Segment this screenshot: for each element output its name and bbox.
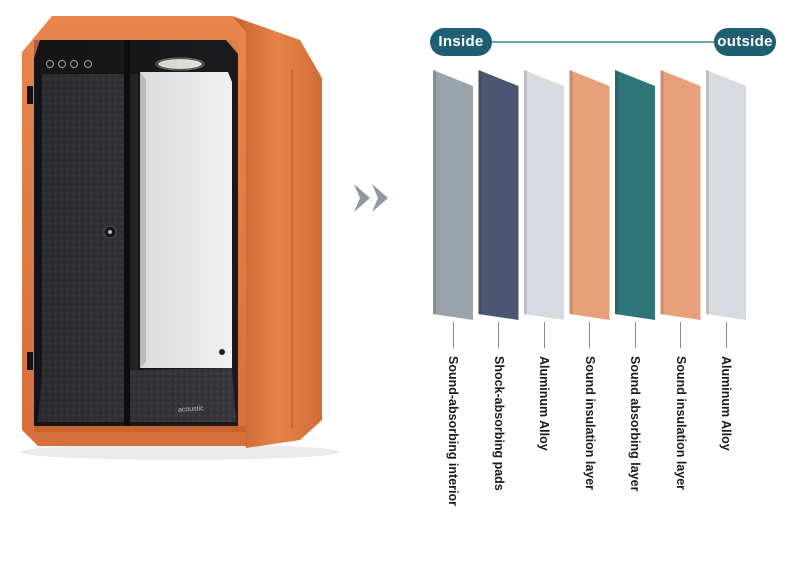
layer-tick-2 xyxy=(498,322,499,348)
layer-tick-1 xyxy=(452,322,454,348)
layer-panel-6 xyxy=(660,70,701,320)
outside-label: outside xyxy=(714,28,776,56)
layer-label-text: Sound insulation layer xyxy=(673,356,688,491)
layer-label-text: Sound insulation layer xyxy=(582,356,597,491)
layer-label-text: Sound-absorbing interior xyxy=(446,356,460,506)
layer-panel-edge-2 xyxy=(478,70,482,315)
layer-panel-7 xyxy=(706,70,746,320)
layer-tick-4 xyxy=(589,322,590,348)
layer-panel-3 xyxy=(524,70,564,320)
bottom-trim xyxy=(34,426,246,432)
inside-outside-connector xyxy=(492,41,714,43)
door-hinge-bottom xyxy=(27,352,33,370)
layer-label-6: Sound insulation layer xyxy=(673,356,693,536)
booth-shadow xyxy=(20,444,340,460)
layer-label-7: Aluminum Alloy xyxy=(718,356,738,536)
layer-panel-1 xyxy=(433,70,473,320)
layer-panel-edge-5 xyxy=(615,70,618,315)
layer-panel-edge-3 xyxy=(524,70,527,315)
layer-label-text: Aluminum Alloy xyxy=(537,356,551,451)
glass-reflection xyxy=(34,40,238,426)
layer-label-text: Aluminum Alloy xyxy=(719,356,733,451)
double-chevron-right-icon xyxy=(354,184,388,212)
layer-panel-4 xyxy=(569,70,610,320)
layer-label-1: Sound-absorbing interior xyxy=(445,356,465,536)
layer-panel-2 xyxy=(478,70,519,320)
layer-panel-edge-4 xyxy=(569,70,573,315)
window-indicator-dot xyxy=(219,349,225,355)
layer-tick-3 xyxy=(543,322,545,348)
layer-label-3: Aluminum Alloy xyxy=(536,356,556,536)
layer-panel-edge-7 xyxy=(706,70,709,315)
layer-panel-5 xyxy=(615,70,655,320)
layer-label-text: Shock-absorbing pads xyxy=(491,356,506,491)
layer-label-2: Shock-absorbing pads xyxy=(491,356,511,536)
layer-tick-7 xyxy=(725,322,727,348)
layer-tick-6 xyxy=(680,322,681,348)
layer-label-text: Sound absorbing layer xyxy=(628,356,642,492)
door-hinge-top xyxy=(27,86,33,104)
layer-panel-edge-1 xyxy=(433,70,436,315)
inside-label: Inside xyxy=(430,28,492,56)
layer-label-4: Sound insulation layer xyxy=(582,356,602,536)
layer-panel-edge-6 xyxy=(660,70,664,315)
layer-label-5: Sound absorbing layer xyxy=(627,356,647,536)
layer-tick-5 xyxy=(634,322,636,348)
booth-side-panel xyxy=(232,16,322,448)
